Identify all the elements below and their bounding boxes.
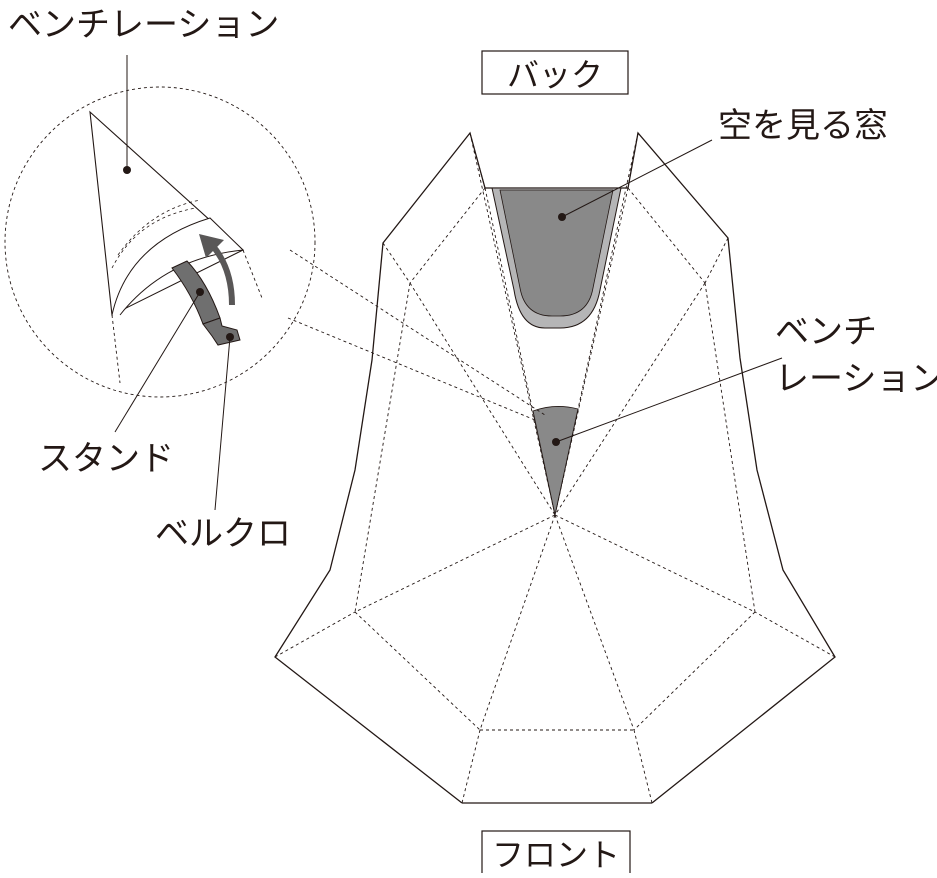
- sky-window-pane: [499, 189, 614, 317]
- magnifier-connectors: [287, 249, 546, 421]
- rotate-arrow-icon: [209, 243, 235, 306]
- velcro-tab: [202, 317, 241, 346]
- label-stand: スタンド: [38, 439, 174, 479]
- detail-panel: [89, 110, 244, 316]
- label-back: バック: [507, 56, 603, 94]
- tent-outline-left: [274, 131, 486, 804]
- label-velcro: ベルクロ: [155, 514, 291, 554]
- detail-circle: [4, 86, 316, 398]
- label-ventilation-right-line1: ベンチ: [775, 312, 877, 352]
- leader-dots: [123, 166, 566, 446]
- label-ventilation-top: ベンチレーション: [8, 5, 279, 45]
- sky-window: [491, 187, 622, 329]
- label-ventilation-right-line2: レーション: [775, 359, 937, 399]
- label-sky-window: 空を見る窓: [718, 106, 888, 146]
- detail-magnifier: [4, 86, 316, 398]
- tent-outline-right: [627, 131, 836, 804]
- rotate-arrowhead-icon: [199, 234, 224, 258]
- back-label-box: [481, 50, 629, 95]
- label-front: フロント: [492, 836, 620, 873]
- ventilation-flap: [532, 406, 579, 516]
- leader-lines: [114, 55, 783, 511]
